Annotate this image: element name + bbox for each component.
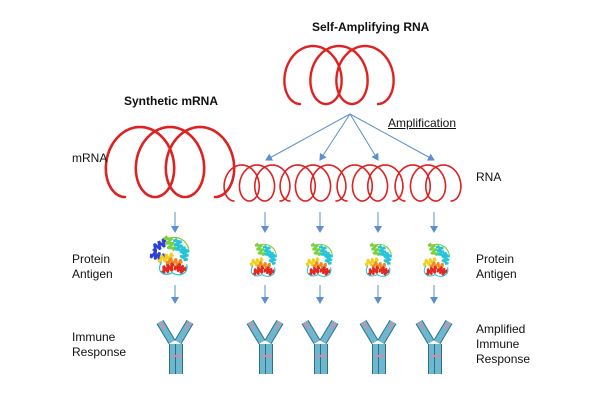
protein-helix	[441, 252, 451, 265]
protein-antigen-label-right: Protein Antigen	[476, 252, 517, 282]
amplification-arrow	[349, 113, 379, 161]
protein-loop	[167, 236, 190, 250]
label-line: Amplified	[476, 322, 526, 336]
protein-antigen	[305, 242, 334, 277]
protein-helix	[435, 244, 445, 258]
protein-helix	[268, 252, 278, 265]
protein-helix	[165, 257, 183, 268]
protein-helix	[429, 261, 445, 270]
label-line: Protein	[476, 252, 515, 266]
protein-helix	[249, 257, 264, 267]
protein-antigen-label-left: Protein Antigen	[72, 252, 113, 282]
protein-antigens	[149, 235, 451, 277]
protein-helix	[425, 265, 438, 277]
amplification-arrow	[319, 113, 351, 161]
label-line: Antigen	[72, 267, 113, 281]
antibody	[246, 319, 284, 374]
protein-loop	[258, 243, 277, 255]
rna-coil-amplified	[279, 164, 347, 202]
rna-coil-amplified	[394, 164, 462, 202]
antibody	[156, 319, 194, 374]
antibody-tip	[388, 321, 394, 330]
arrows	[171, 113, 438, 304]
label-line: Antigen	[476, 267, 517, 281]
antibody-tip	[362, 321, 368, 330]
protein-helix	[312, 261, 328, 270]
protein-helix	[262, 244, 272, 258]
label-line: Protein	[72, 252, 111, 266]
protein-loop	[306, 265, 332, 277]
antibody-tip	[159, 321, 165, 330]
antibody-tip	[444, 321, 450, 330]
label-line: Response	[72, 345, 127, 359]
protein-loop	[431, 243, 450, 255]
antibody	[359, 319, 397, 374]
protein-helix	[319, 266, 332, 276]
antibody-tip	[185, 321, 191, 330]
protein-loop	[373, 243, 392, 255]
protein-helix	[173, 262, 188, 275]
rna-coils	[104, 44, 462, 202]
self-amplifying-rna-title: Self-Amplifying RNA	[312, 20, 430, 34]
amplified-immune-response-label: Amplified Immune Response	[476, 322, 530, 367]
protein-helix	[422, 257, 437, 267]
synthetic-mrna-title: Synthetic mRNA	[124, 94, 219, 108]
protein-helix	[263, 266, 276, 276]
protein-antigen	[149, 235, 190, 276]
protein-helix	[383, 252, 393, 265]
label-line: Response	[476, 352, 531, 366]
amplification-label: Amplification	[388, 116, 457, 130]
protein-antigen	[422, 242, 451, 277]
protein-helix	[364, 257, 379, 267]
protein-loop	[423, 265, 449, 277]
protein-helix	[252, 265, 265, 277]
protein-helix	[371, 261, 387, 270]
rna-coil-amplified	[223, 164, 291, 202]
amplification-arrow	[349, 113, 435, 161]
protein-loop	[250, 265, 276, 277]
mrna-label: mRNA	[72, 151, 108, 165]
rna-coil-amplified	[336, 164, 404, 202]
antibody-tip	[418, 321, 424, 330]
protein-loop	[314, 243, 333, 255]
protein-helix	[152, 238, 167, 253]
antibody-tip	[249, 321, 255, 330]
label-line: Immune	[476, 337, 520, 351]
antibody-tip	[304, 321, 310, 330]
antibody-tip	[330, 321, 336, 330]
rna-coil-self-amplifying	[283, 44, 395, 106]
protein-helix	[160, 262, 175, 275]
protein-helix	[367, 265, 380, 277]
protein-helix	[324, 252, 334, 265]
protein-antigen	[364, 242, 393, 277]
antibodies	[156, 319, 453, 374]
immune-response-label-left: Immune Response	[72, 330, 126, 360]
protein-helix	[179, 246, 190, 262]
amplification-arrow	[265, 113, 351, 161]
rna-label: RNA	[476, 170, 502, 184]
protein-loop	[158, 261, 188, 276]
protein-helix	[157, 252, 175, 264]
protein-helix	[377, 244, 387, 258]
antibody	[301, 319, 339, 374]
protein-helix	[318, 244, 328, 258]
protein-helix	[436, 266, 449, 276]
protein-antigen	[249, 242, 278, 277]
protein-helix	[256, 261, 272, 270]
rna-coil-synthetic	[104, 125, 236, 199]
protein-helix	[172, 238, 184, 253]
protein-helix	[305, 257, 320, 267]
label-line: Immune	[72, 330, 116, 344]
protein-helix	[378, 266, 391, 276]
antibody-tip	[275, 321, 281, 330]
protein-helix	[308, 265, 321, 277]
antibody	[415, 319, 453, 374]
protein-loop	[365, 265, 391, 277]
